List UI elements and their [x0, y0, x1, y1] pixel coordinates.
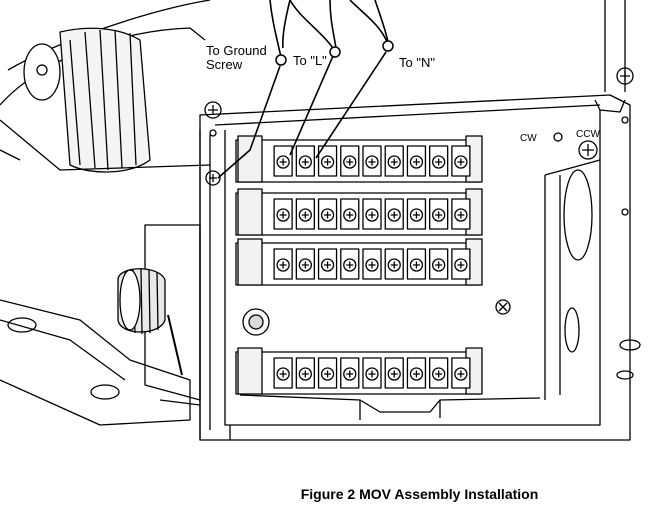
terminal-screw [362, 248, 382, 280]
ring-lugs [275, 40, 394, 66]
terminal-screw [406, 145, 427, 177]
wires [217, 0, 389, 179]
terminal-screw [340, 198, 360, 230]
terminal-screw [317, 145, 338, 177]
terminal-screw [384, 145, 404, 177]
terminal-screw [406, 357, 427, 389]
terminal-screw [362, 145, 382, 177]
inner-cavity [224, 110, 601, 440]
terminal-screw [451, 145, 471, 177]
to-ground-screw-label: To Ground Screw [206, 44, 267, 72]
terminal-strip-row [235, 238, 483, 286]
terminal-screw [451, 357, 471, 389]
to-ground-label-line2: Screw [206, 57, 243, 72]
terminal-strip-row [235, 135, 483, 183]
terminal-screw [273, 198, 293, 230]
terminal-screw [406, 198, 427, 230]
to-ground-label-line1: To Ground [206, 43, 267, 58]
terminal-screw [429, 248, 449, 280]
terminal-screw [295, 145, 315, 177]
ccw-label: CCW [576, 129, 600, 140]
base-plate [0, 299, 641, 426]
side-knob [117, 224, 201, 401]
terminal-screw [273, 248, 293, 280]
terminal-screw [295, 198, 315, 230]
terminal-screw [317, 248, 338, 280]
terminal-strip-row [235, 347, 483, 395]
terminal-strips [235, 135, 483, 395]
terminal-screw [429, 357, 449, 389]
cw-ccw-dial [553, 132, 598, 160]
terminal-screw [429, 198, 449, 230]
figure-caption: Figure 2 MOV Assembly Installation [300, 486, 539, 502]
terminal-screw [384, 248, 404, 280]
terminal-screw [340, 145, 360, 177]
terminal-screw [384, 198, 404, 230]
to-l-label: To "L" [293, 53, 327, 68]
motor-housing [0, 0, 211, 173]
terminal-screw [451, 248, 471, 280]
terminal-screw [340, 248, 360, 280]
terminal-screw [406, 248, 427, 280]
terminal-screw [273, 357, 293, 389]
terminal-screw [362, 198, 382, 230]
mov-assembly-drawing [0, 0, 641, 441]
terminal-screw [340, 357, 360, 389]
terminal-screw [273, 145, 293, 177]
terminal-screw [295, 357, 315, 389]
terminal-screw [384, 357, 404, 389]
terminal-screw [317, 357, 338, 389]
cw-label: CW [520, 133, 537, 144]
terminal-screw [429, 145, 449, 177]
to-n-label: To "N" [399, 55, 435, 70]
terminal-screw [295, 248, 315, 280]
terminal-screw [451, 198, 471, 230]
terminal-strip-row [235, 188, 483, 236]
terminal-screw [317, 198, 338, 230]
terminal-screw [362, 357, 382, 389]
